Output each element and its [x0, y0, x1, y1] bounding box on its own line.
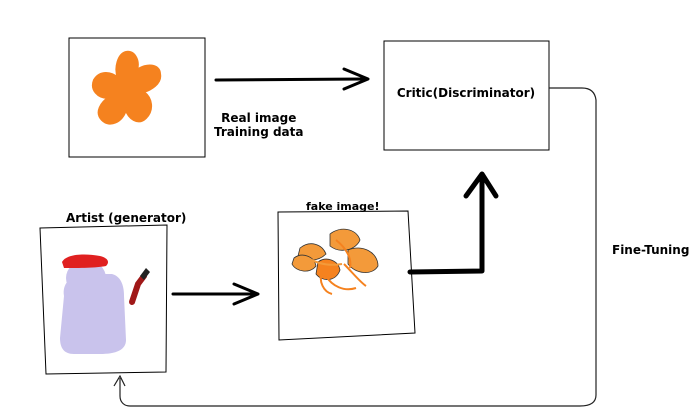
fake-to-critic-arrow [407, 171, 499, 275]
fine-tuning-label: Fine-Tuning [612, 243, 690, 257]
fake-image-box [277, 210, 416, 341]
real-image-label: Real image Training data [214, 111, 303, 140]
real-to-critic-arrow [214, 67, 370, 91]
orange-flower-icon [92, 50, 162, 125]
real-image-label-line2: Training data [214, 125, 304, 140]
critic-box [383, 40, 550, 151]
painter-figure-icon [60, 254, 150, 354]
critic-label: Critic(Discriminator) [396, 86, 536, 100]
artist-label: Artist (generator) [66, 211, 187, 225]
artist-to-fake-arrow [171, 282, 260, 306]
real-image-label-line1: Real image [221, 111, 297, 125]
fake-image-label: fake image! [306, 200, 380, 213]
orange-scribble-flower-icon [291, 228, 379, 295]
fine-tuning-loop [113, 87, 597, 407]
